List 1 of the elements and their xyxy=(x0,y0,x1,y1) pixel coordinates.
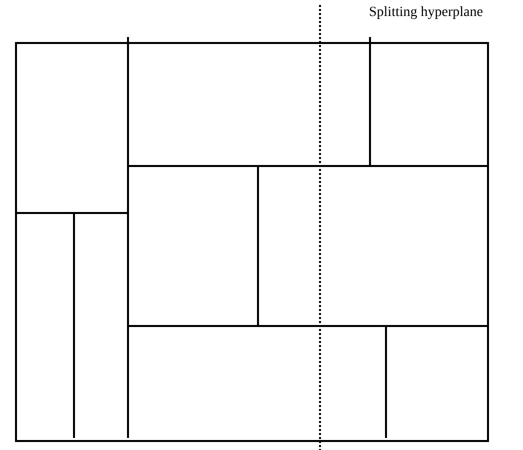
hyperplane-label: Splitting hyperplane xyxy=(369,5,483,21)
